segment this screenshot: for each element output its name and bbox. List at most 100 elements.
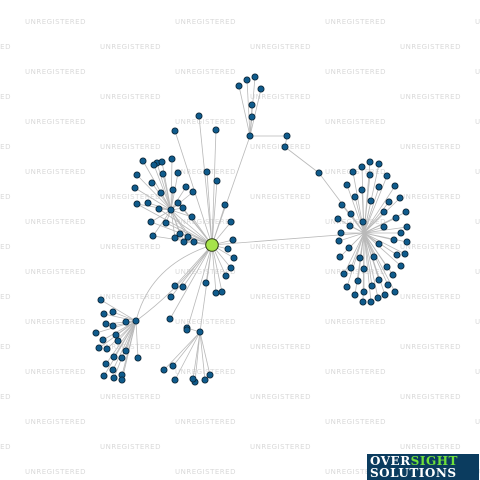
graph-node xyxy=(248,101,256,109)
graph-edge xyxy=(136,174,172,211)
watermark-text: UNREGISTERED xyxy=(475,268,480,276)
watermark-text: UNREGISTERED xyxy=(325,318,386,326)
graph-node xyxy=(397,229,405,237)
graph-node xyxy=(380,223,388,231)
graph-edge xyxy=(211,244,223,293)
graph-node xyxy=(349,168,357,176)
graph-edge xyxy=(136,203,213,246)
graph-edge xyxy=(338,232,365,242)
graph-edge xyxy=(246,79,251,137)
graph-node xyxy=(337,229,345,237)
watermark-text: UNREGISTERED xyxy=(400,43,461,51)
oversight-solutions-logo: OVERSIGHT SOLUTIONS xyxy=(367,454,479,480)
watermark-text: UNREGISTERED xyxy=(25,218,86,226)
graph-node xyxy=(196,328,204,336)
watermark-text: UNREGISTERED xyxy=(475,418,480,426)
graph-edge xyxy=(134,187,172,211)
graph-node xyxy=(160,366,168,374)
graph-node xyxy=(335,237,343,245)
graph-node xyxy=(100,310,108,318)
graph-node xyxy=(157,189,165,197)
graph-node xyxy=(179,283,187,291)
graph-node xyxy=(227,218,235,226)
graph-node xyxy=(257,85,265,93)
graph-node xyxy=(189,375,197,383)
graph-edge xyxy=(186,244,213,331)
graph-node xyxy=(100,372,108,380)
graph-node xyxy=(351,193,359,201)
graph-node xyxy=(360,265,368,273)
graph-edge xyxy=(343,232,365,275)
graph-node xyxy=(281,143,289,151)
graph-node xyxy=(114,337,122,345)
logo-word-over: OVER xyxy=(370,454,411,468)
graph-node xyxy=(396,194,404,202)
node-layer xyxy=(92,73,411,386)
graph-node xyxy=(345,244,353,252)
watermark-text: UNREGISTERED xyxy=(325,68,386,76)
graph-edge xyxy=(346,232,365,288)
graph-node xyxy=(212,126,220,134)
watermark-text: UNREGISTERED xyxy=(175,368,236,376)
graph-node xyxy=(224,245,232,253)
graph-edge xyxy=(354,232,365,296)
graph-node xyxy=(393,251,401,259)
watermark-text: UNREGISTERED xyxy=(0,393,11,401)
watermark-text: UNREGISTERED xyxy=(250,93,311,101)
graph-node xyxy=(390,236,398,244)
graph-edge xyxy=(363,232,386,296)
watermark-text: UNREGISTERED xyxy=(175,18,236,26)
graph-node xyxy=(222,272,230,280)
graph-node xyxy=(359,218,367,226)
graph-node xyxy=(243,76,251,84)
watermark-text: UNREGISTERED xyxy=(0,93,11,101)
watermark-text: UNREGISTERED xyxy=(0,43,11,51)
graph-edge xyxy=(363,175,388,234)
graph-edge xyxy=(103,313,137,322)
watermark-text: UNREGISTERED xyxy=(400,293,461,301)
graph-node xyxy=(358,163,366,171)
graph-edge xyxy=(170,186,187,211)
watermark-text: UNREGISTERED xyxy=(475,68,480,76)
graph-node xyxy=(347,264,355,272)
graph-node xyxy=(171,234,179,242)
watermark-text: UNREGISTERED xyxy=(475,318,480,326)
graph-edge xyxy=(199,331,206,381)
graph-edge xyxy=(211,135,251,246)
graph-edge xyxy=(112,320,137,371)
watermark-text: UNREGISTERED xyxy=(100,393,161,401)
graph-node xyxy=(358,186,366,194)
graph-edge xyxy=(363,200,372,234)
watermark-text: UNREGISTERED xyxy=(25,118,86,126)
watermark-text: UNREGISTERED xyxy=(175,118,236,126)
graph-node xyxy=(179,204,187,212)
graph-edge xyxy=(363,185,396,234)
watermark-layer: UNREGISTERED UNREGISTERED UNREGISTERED UNRE… xyxy=(0,18,480,476)
watermark-text: UNREGISTERED xyxy=(400,93,461,101)
graph-node xyxy=(403,238,411,246)
watermark-text: UNREGISTERED xyxy=(400,193,461,201)
watermark-text: UNREGISTERED xyxy=(250,43,311,51)
graph-node xyxy=(206,371,214,379)
graph-edge xyxy=(363,232,379,299)
graph-node xyxy=(385,198,393,206)
graph-node xyxy=(180,238,188,246)
graph-node xyxy=(97,296,105,304)
graph-node xyxy=(174,169,182,177)
graph-node xyxy=(218,288,226,296)
graph-node xyxy=(171,376,179,384)
graph-node xyxy=(144,199,152,207)
graph-node xyxy=(366,158,374,166)
graph-node xyxy=(402,208,410,216)
graph-node xyxy=(246,132,254,140)
watermark-text: UNREGISTERED xyxy=(325,118,386,126)
graph-node xyxy=(168,155,176,163)
graph-edge xyxy=(170,209,213,246)
graph-node xyxy=(122,318,130,326)
graph-edge xyxy=(174,244,213,287)
graph-node xyxy=(202,279,210,287)
graph-node xyxy=(367,298,375,306)
graph-node xyxy=(167,293,175,301)
graph-node xyxy=(375,183,383,191)
